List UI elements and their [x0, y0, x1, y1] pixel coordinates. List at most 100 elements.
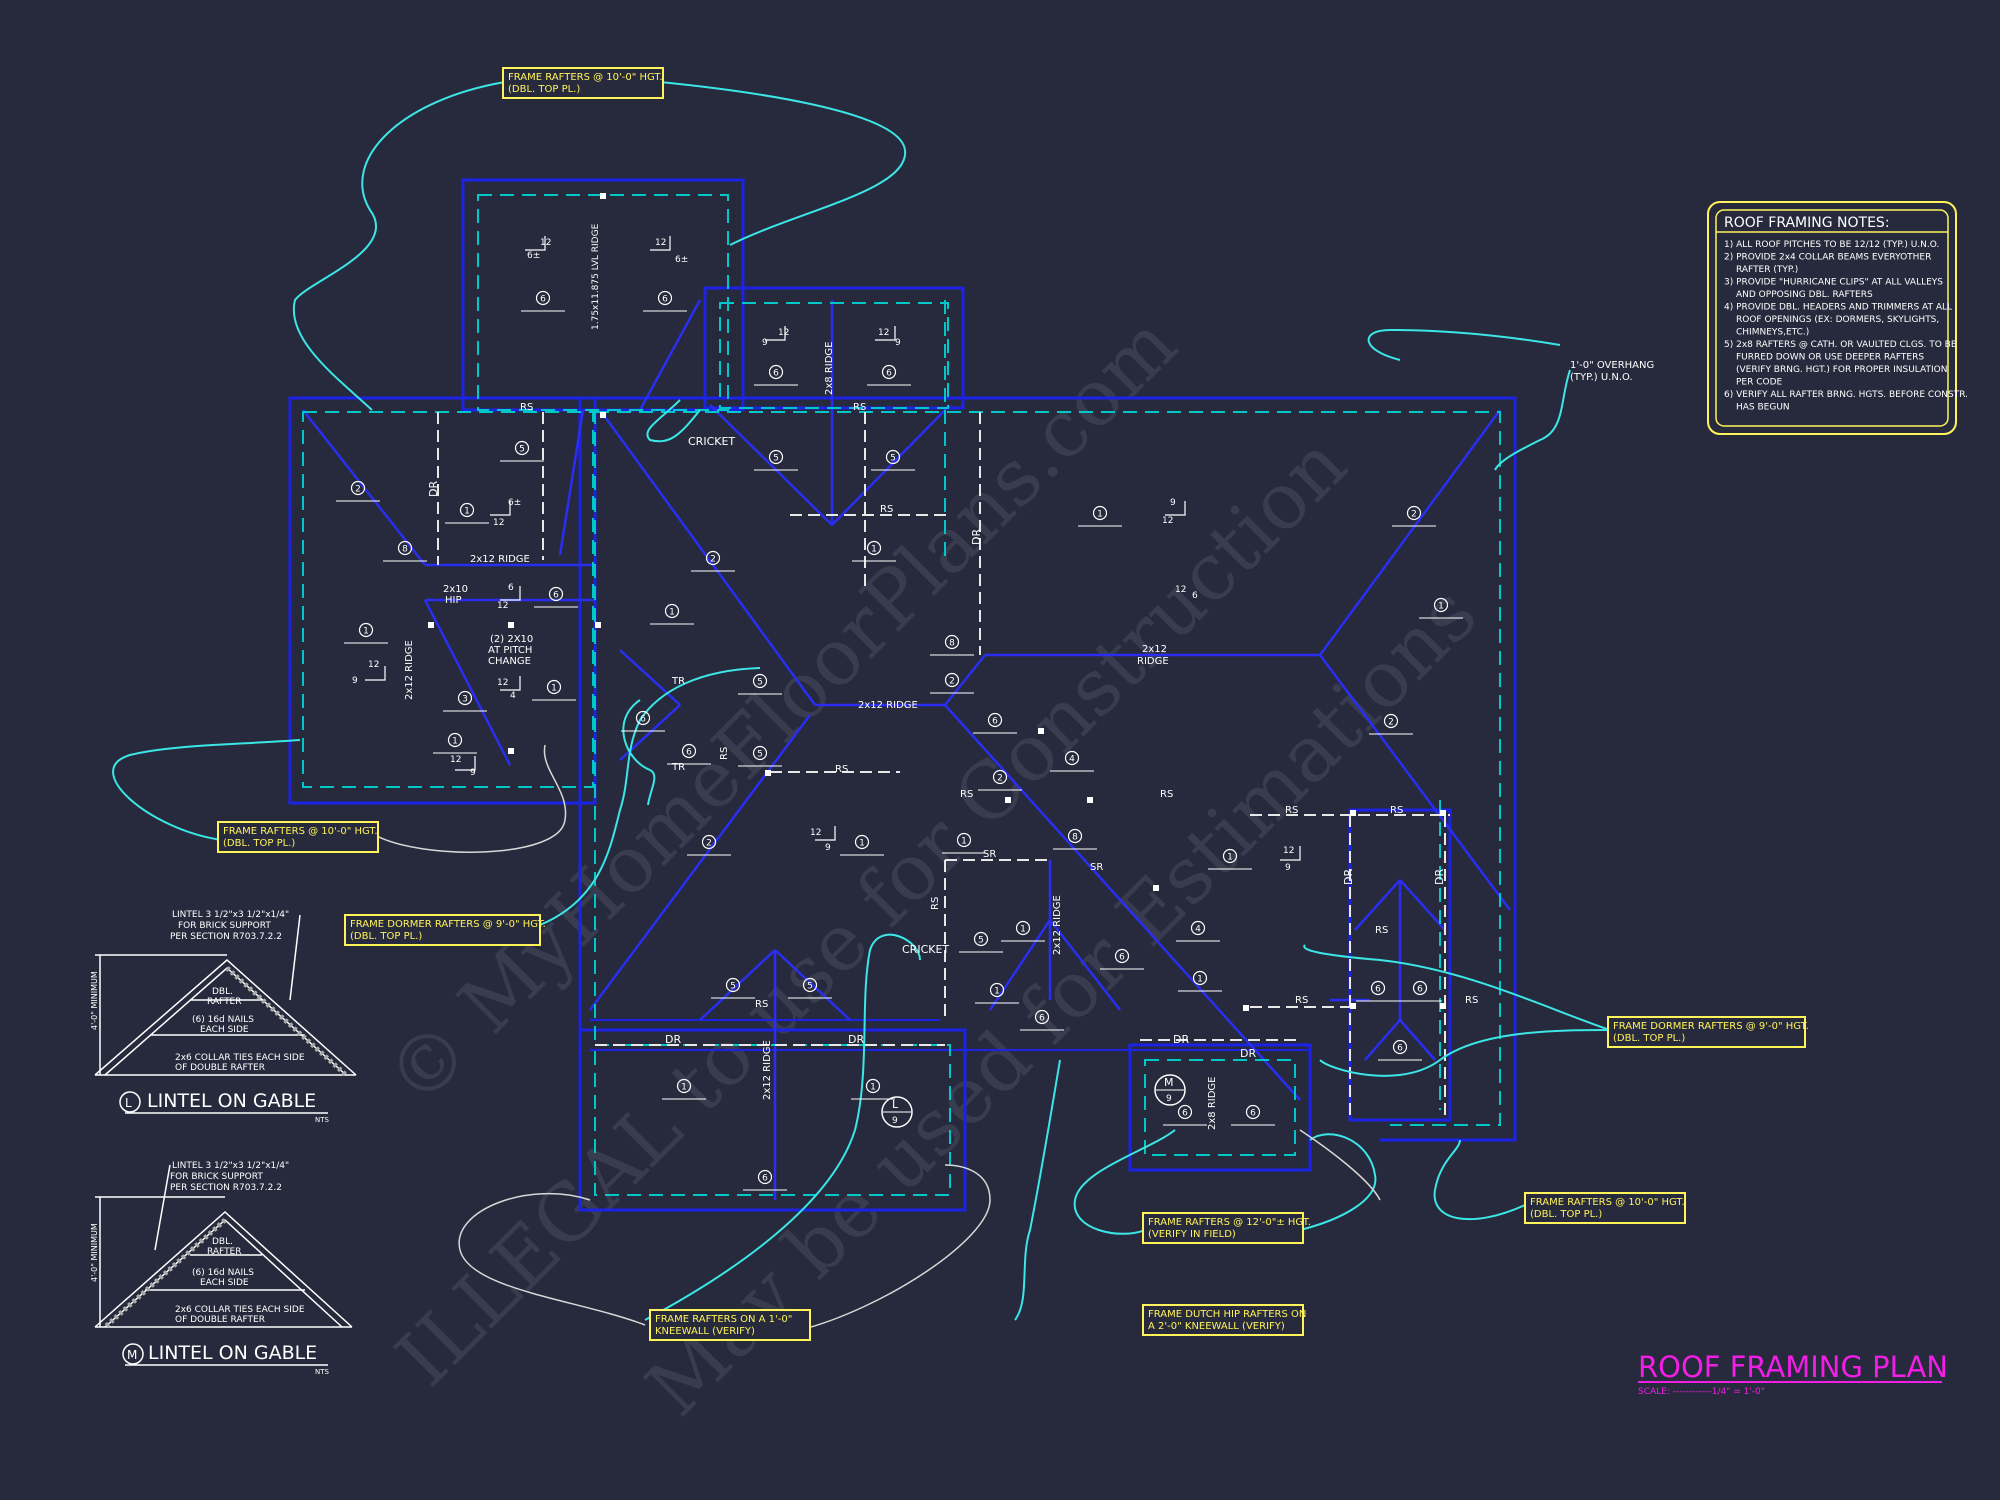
detail-m-nails-2: EACH SIDE [200, 1278, 249, 1288]
detail-lintel-l: LINTEL 3 1/2"x3 1/2"x1/4" FOR BRICK SUPP… [90, 910, 357, 1124]
rafter-type-number: 1 [363, 627, 369, 637]
pitch-6: 6± [527, 251, 540, 261]
rafter-type-marker: 1 [942, 832, 986, 854]
label-dr: DR [1240, 1047, 1256, 1060]
rafter-type-number: 1 [1438, 602, 1444, 612]
callout-field: FRAME RAFTERS @ 12'-0"± HGT. (VERIFY IN … [1142, 1212, 1311, 1244]
rafter-type-number: 8 [1072, 833, 1078, 843]
roof-outline [288, 178, 1517, 1212]
rafter-type-marker: 5 [738, 673, 782, 695]
rafter-type-number: 8 [949, 639, 955, 649]
rafter-type-marker: 1 [840, 834, 884, 856]
main-body-edge [580, 396, 1517, 1142]
rafter-type-marker: 6 [1231, 1104, 1275, 1126]
rafter-type-marker: 8 [1053, 828, 1097, 850]
tag-m-sheet: 9 [1166, 1094, 1172, 1104]
callouts: FRAME RAFTERS @ 10'-0" HGT. (DBL. TOP PL… [217, 67, 1809, 1341]
notes-item: PER CODE [1736, 378, 1783, 388]
rafter-type-marker: 2 [687, 834, 731, 856]
pitch-12: 12 [450, 755, 461, 765]
rafter-type-marker: 5 [788, 977, 832, 999]
label-rs: RS [520, 402, 533, 413]
callout-dormer-left-line-2: (DBL. TOP PL.) [350, 931, 422, 942]
rafter-type-marker: 6 [754, 364, 798, 386]
callout-dormer-left-line-1: FRAME DORMER RAFTERS @ 9'-0" HGT. [350, 919, 546, 930]
rafter-type-marker: 1 [650, 603, 694, 625]
notes-item: 4) PROVIDE DBL. HEADERS AND TRIMMERS AT … [1724, 303, 1952, 313]
rafter-type-number: 6 [662, 295, 668, 305]
detail-l-title: LINTEL ON GABLE [147, 1090, 316, 1112]
callout-dormer-right-line-1: FRAME DORMER RAFTERS @ 9'-0" HGT. [1613, 1021, 1809, 1032]
rafter-type-number: 6 [762, 1174, 768, 1184]
rafter-type-marker: 6 [1100, 948, 1144, 970]
callout-top-line-1: FRAME RAFTERS @ 10'-0" HGT. [508, 72, 663, 83]
notes-item: 2) PROVIDE 2x4 COLLAR BEAMS EVERYOTHER [1724, 253, 1931, 263]
label-dr: DR [427, 481, 440, 497]
rafter-type-number: 1 [551, 684, 557, 694]
callout-dutch: FRAME DUTCH HIP RAFTERS ON A 2'-0" KNEEW… [1142, 1304, 1306, 1336]
rafter-type-marker: 6 [521, 290, 565, 312]
label-ridge-right: RIDGE [1137, 656, 1169, 667]
pitch-12: 12 [540, 238, 551, 248]
rafter-type-marker: 1 [433, 732, 477, 754]
label-dr: DR [1433, 869, 1446, 885]
callout-left: FRAME RAFTERS @ 10'-0" HGT. (DBL. TOP PL… [217, 821, 379, 853]
label-rs: RS [1285, 805, 1298, 816]
label-2x12-ridge-bottom: 2x12 RIDGE [762, 1040, 773, 1100]
rafter-type-number: 1 [1227, 853, 1233, 863]
rafter-type-marker: 6 [643, 290, 687, 312]
roof-framing-notes: ROOF FRAMING NOTES: 1) ALL ROOF PITCHES … [1707, 201, 1968, 435]
rafter-type-number: 3 [462, 695, 468, 705]
detail-m-dbl-2: RAFTER [207, 1247, 242, 1257]
rafter-type-marker: 6 [743, 1169, 787, 1191]
rafter-type-marker: 6 [1378, 1039, 1422, 1061]
rafter-type-marker: 1 [1078, 505, 1122, 527]
bearing-points [428, 193, 1446, 1011]
detail-m-lintel-2: FOR BRICK SUPPORT [170, 1172, 263, 1182]
detail-l-letter: L [125, 1096, 132, 1110]
rafter-type-number: 2 [355, 485, 361, 495]
callout-left-line-1: FRAME RAFTERS @ 10'-0" HGT. [223, 826, 378, 837]
rafter-type-number: 1 [871, 545, 877, 555]
rafter-type-number: 6 [540, 295, 546, 305]
rafter-type-number: 6 [1417, 985, 1423, 995]
detail-m-collar-1: 2x6 COLLAR TIES EACH SIDE [175, 1305, 305, 1315]
watermark: © MyHomeFloorPlans.com ILLEGAL to use fo… [370, 299, 1494, 1433]
label-2x12-ridge-left: 2x12 RIDGE [470, 554, 530, 565]
label-rs: RS [880, 504, 893, 515]
label-dr: DR [1342, 869, 1355, 885]
rafter-type-marker: 3 [443, 690, 487, 712]
rafter-type-number: 1 [681, 1083, 687, 1093]
label-dr: DR [1173, 1033, 1189, 1046]
pitch-symbols [365, 236, 1301, 861]
pitch-9: 9 [352, 676, 358, 686]
label-dr: DR [665, 1033, 681, 1046]
callout-top: FRAME RAFTERS @ 10'-0" HGT. (DBL. TOP PL… [502, 67, 664, 99]
rafter-type-marker: 1 [1178, 970, 1222, 992]
label-dr: DR [848, 1033, 864, 1046]
rafter-type-number: 8 [402, 545, 408, 555]
rafter-type-marker: 6 [1020, 1009, 1064, 1031]
notes-item: 5) 2x8 RAFTERS @ CATH. OR VAULTED CLGS. … [1724, 340, 1957, 350]
label-lvl-ridge: 1.75x11.875 LVL RIDGE [591, 223, 601, 330]
title-scale: SCALE: ------------1/4" = 1'-0" [1638, 1387, 1765, 1397]
callout-kneewall: FRAME RAFTERS ON A 1'-0" KNEEWALL (VERIF… [649, 1309, 811, 1341]
pitch-12: 12 [778, 328, 789, 338]
rafter-type-marker: 6 [621, 710, 665, 732]
notes-item: HAS BEGUN [1736, 403, 1790, 413]
notes-item: AND OPPOSING DBL. RAFTERS [1736, 290, 1873, 300]
rafter-type-marker: 1 [1001, 920, 1045, 942]
rafter-type-marker: 2 [1369, 713, 1413, 735]
rafter-type-number: 6 [1375, 985, 1381, 995]
label-2x8-ridge-upper: 2x8 RIDGE [824, 342, 835, 396]
label-rs: RS [1160, 789, 1173, 800]
hip-valley-lines [302, 299, 1512, 1200]
rafter-type-number: 1 [961, 837, 967, 847]
detail-l-dbl-2: RAFTER [207, 997, 242, 1007]
label-pitch-change-2: AT PITCH [488, 645, 532, 656]
pitch-12: 12 [655, 238, 666, 248]
rafter-type-number: 5 [757, 678, 763, 688]
rafter-type-number: 4 [1195, 925, 1201, 935]
